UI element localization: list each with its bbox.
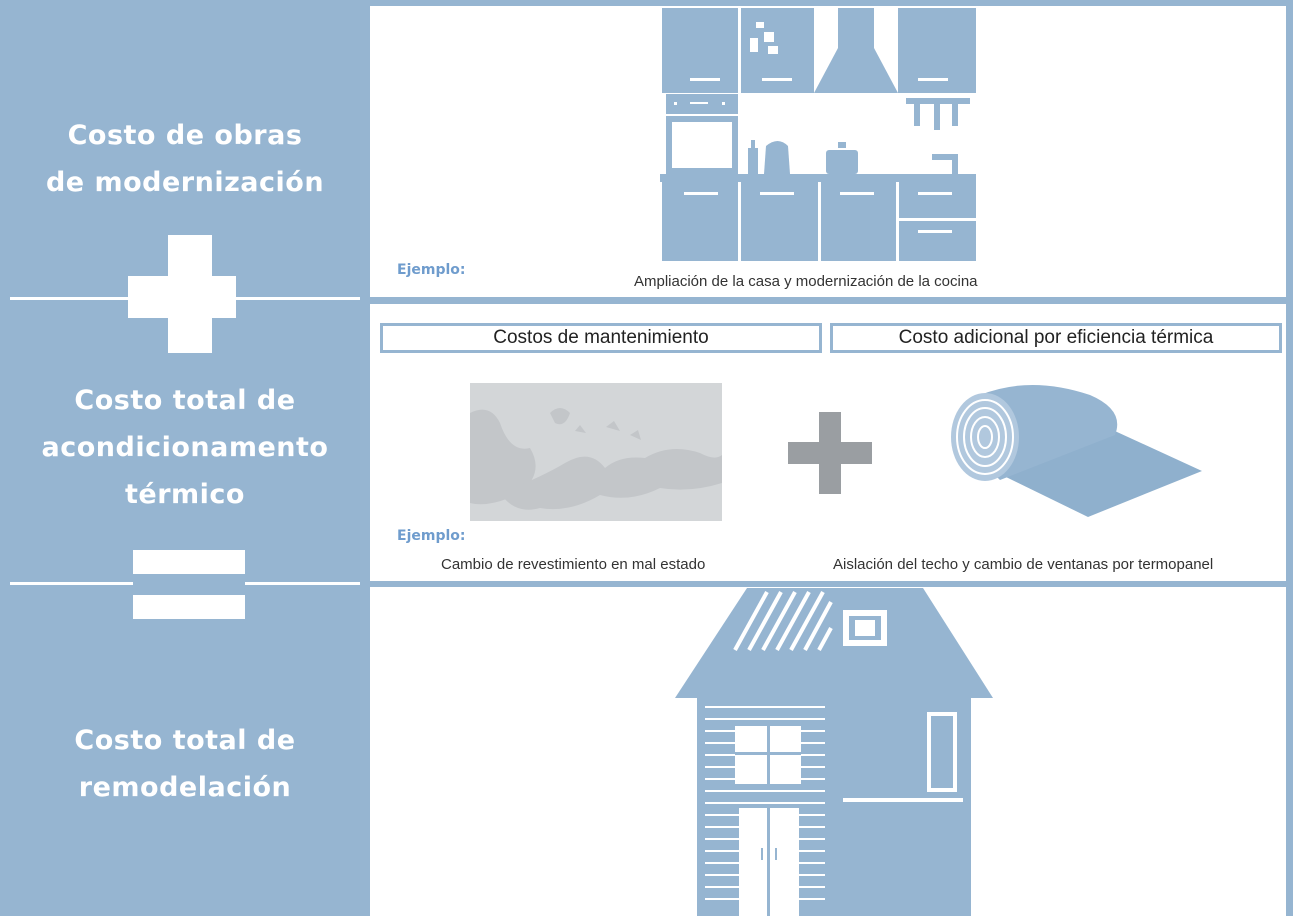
thermal-efficiency-box: Costo adicional por eficiencia térmica (830, 323, 1282, 353)
top-border (370, 0, 1293, 6)
left-divider-2b (245, 582, 360, 585)
plus-icon (788, 412, 872, 494)
damaged-wall-icon (470, 383, 722, 521)
insulation-roll-icon (951, 385, 1202, 517)
section-2-caption-left: Cambio de revestimiento en mal estado (441, 556, 706, 573)
section-1-title-line-2: de modernización (45, 167, 325, 198)
section-3-title-line-2: remodelación (78, 772, 292, 803)
section-1-caption: Ampliación de la casa y modernización de… (634, 273, 978, 290)
section-2-caption-right: Aislación del techo y cambio de ventanas… (833, 556, 1214, 573)
section-2-title-line-3: térmico (125, 479, 245, 510)
section-1-title-line-1: Costo de obras (67, 120, 303, 151)
section-2-title-line-2: acondicionamento (41, 432, 329, 463)
right-border (1286, 0, 1293, 916)
maintenance-costs-box: Costos de mantenimiento (380, 323, 822, 353)
kitchen-illustration (660, 8, 976, 261)
section-divider-1 (370, 297, 1293, 304)
section-2-title: Costo total de acondicionamento térmico (0, 377, 370, 518)
left-divider-1b (236, 297, 360, 300)
left-divider-1a (10, 297, 128, 300)
left-divider-2a (10, 582, 133, 585)
section-3-title: Costo total de remodelación (0, 717, 370, 811)
left-panel: Costo de obras de modernización Costo to… (0, 0, 370, 916)
section-2-example-label: Ejemplo: (397, 528, 466, 544)
section-1-example-label: Ejemplo: (397, 262, 466, 278)
section-3-title-line-1: Costo total de (74, 725, 296, 756)
section-divider-2 (370, 581, 1293, 587)
section-2-title-line-1: Costo total de (74, 385, 296, 416)
house-cutaway-illustration (675, 588, 993, 916)
section-1-title: Costo de obras de modernización (0, 112, 370, 206)
